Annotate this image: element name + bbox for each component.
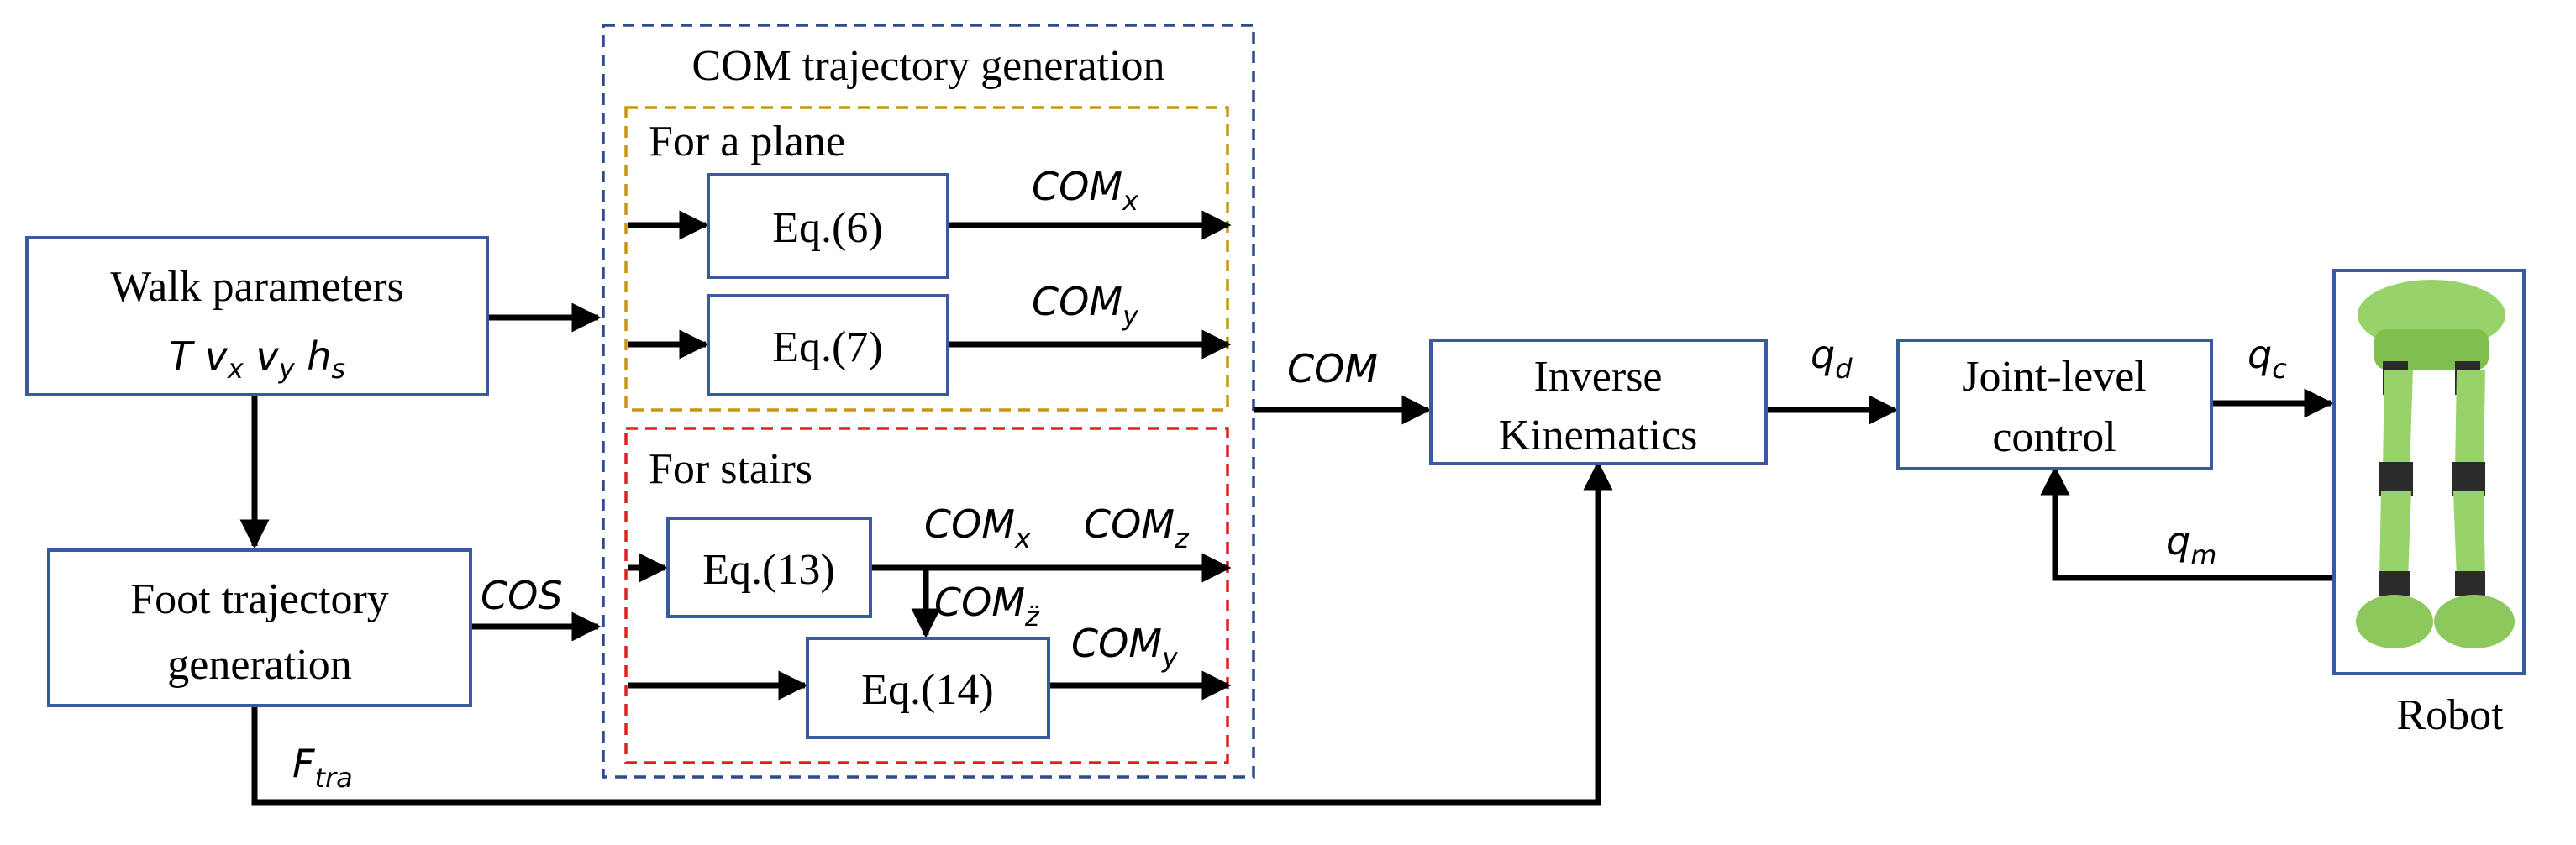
signal-comx-eq6: COMx — [1032, 164, 1139, 217]
robot-label: Robot — [2396, 691, 2504, 739]
foot-trajectory-label-line1: Foot trajectory — [130, 575, 389, 623]
plane-group-title: For a plane — [649, 118, 845, 165]
eq7-block — [707, 294, 949, 396]
signal-comy-eq14: COMy — [1071, 621, 1179, 674]
walk-parameters-block — [25, 236, 489, 396]
signal-com: COM — [1287, 346, 1378, 391]
eq13-label: Eq.(13) — [702, 546, 834, 594]
inverse-kinematics-label-line2: Kinematics — [1499, 412, 1698, 459]
eq14-block — [806, 637, 1050, 739]
com-trajectory-group — [602, 24, 1255, 779]
signal-qd: qd — [1811, 332, 1853, 385]
stairs-group — [624, 427, 1229, 764]
walk-parameters-symbols: T vx vy hs — [169, 333, 345, 385]
signal-comz-eq13: COMz — [1084, 501, 1190, 554]
joint-level-control-label-line2: control — [1992, 413, 2116, 461]
signal-cos: COS — [481, 573, 563, 618]
foot-trajectory-to-ik — [251, 460, 1613, 806]
plane-group — [624, 106, 1229, 412]
robot-image — [2356, 280, 2515, 648]
signal-qm: qm — [2166, 518, 2216, 571]
eq6-label: Eq.(6) — [772, 204, 882, 252]
joint-level-control-label-line1: Joint-level — [1962, 353, 2147, 401]
signal-ftra: Ftra — [292, 741, 353, 794]
feedback-robot-to-joint — [2040, 465, 2334, 581]
foot-trajectory-block — [47, 548, 472, 707]
joint-level-control-block — [1896, 339, 2213, 470]
signal-comx-eq13: COMx — [924, 501, 1032, 554]
connections — [239, 210, 2334, 806]
inverse-kinematics-block — [1429, 339, 1768, 465]
com-trajectory-group-title: COM trajectory generation — [691, 42, 1164, 90]
eq14-label: Eq.(14) — [861, 666, 993, 714]
eq7-label: Eq.(7) — [772, 323, 882, 371]
eq6-block — [707, 173, 949, 279]
foot-trajectory-label-line2: generation — [167, 641, 351, 689]
signal-comy-eq7: COMy — [1032, 279, 1139, 332]
inverse-kinematics-label-line1: Inverse — [1533, 353, 1662, 401]
signal-qc: qc — [2247, 332, 2287, 385]
eq13-block — [666, 517, 872, 618]
walk-parameters-label: Walk parameters — [110, 263, 404, 311]
signal-comzdd: COMz̈ — [934, 580, 1040, 632]
stairs-group-title: For stairs — [649, 445, 812, 493]
